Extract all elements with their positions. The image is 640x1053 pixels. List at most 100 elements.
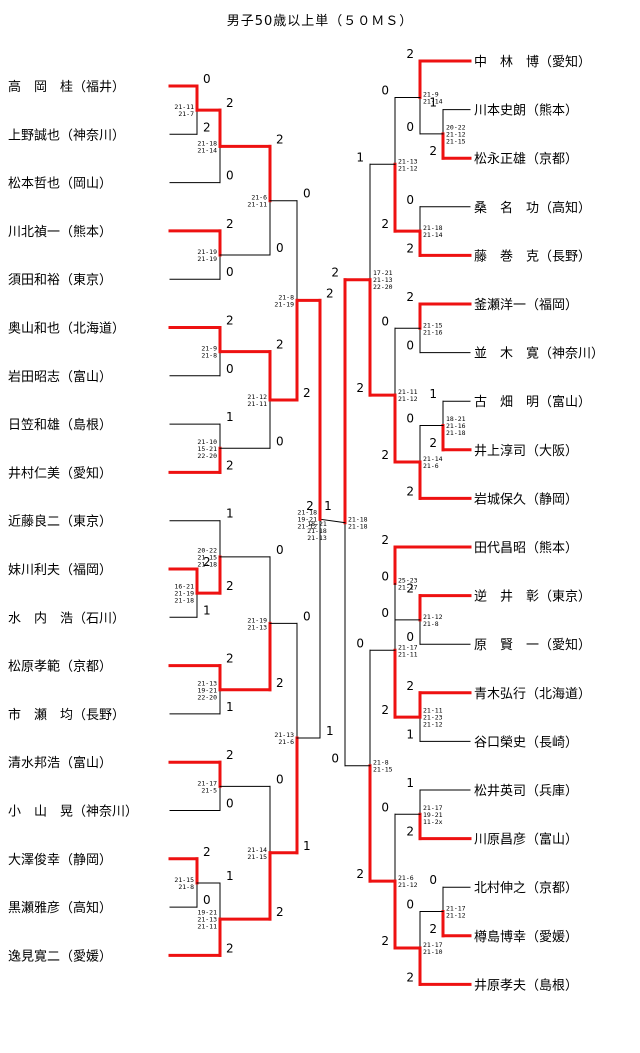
game-score: 21-8	[178, 883, 194, 891]
left-player-name: 須田和裕（東京）	[8, 272, 112, 288]
game-score: 21-14	[423, 97, 443, 105]
match-score: 0	[381, 606, 389, 620]
match-score: 1	[203, 603, 211, 617]
match-score: 2	[226, 748, 234, 762]
game-score: 15-21	[197, 445, 217, 453]
game-score: 21-18	[197, 139, 217, 147]
right-player-name: 原 賢 一（愛知）	[474, 637, 591, 653]
game-score: 21-11	[247, 201, 267, 209]
match-score: 2	[429, 922, 437, 936]
match-score: 1	[356, 150, 364, 164]
right-player-name: 逆 井 彰（東京）	[474, 589, 591, 605]
game-score: 21-15	[197, 553, 217, 561]
game-score: 21-13	[274, 731, 294, 739]
match-score: 2	[381, 217, 389, 231]
match-score: 2	[406, 241, 414, 255]
match-score: 2	[226, 314, 234, 328]
game-score: 21-15	[423, 321, 443, 329]
game-score: 20-22	[197, 546, 217, 554]
game-score: 22-20	[197, 693, 217, 701]
right-player-name: 並 木 寛（神奈川）	[474, 346, 604, 362]
game-score: 21-11	[197, 923, 217, 931]
game-score: 11-2x	[423, 818, 443, 826]
left-player-name: 清水邦浩（富山）	[8, 755, 112, 771]
match-score: 0	[276, 434, 284, 448]
game-score: 21-11	[398, 388, 418, 396]
right-player-name: 松井英司（兵庫）	[474, 784, 578, 799]
game-score: 21-11	[398, 650, 418, 658]
game-score: 17-21	[373, 269, 393, 277]
match-score: 1	[303, 839, 311, 853]
match-score: 0	[203, 72, 211, 86]
match-score: 0	[276, 543, 284, 557]
game-score: 21-17	[423, 941, 443, 949]
left-player-name: 奥山和也（北海道）	[8, 322, 125, 337]
game-score: 21-19	[274, 300, 294, 308]
right-player-name: 井原孝夫（島根）	[474, 978, 578, 993]
match-score: 0	[303, 609, 311, 623]
game-score: 19-21	[197, 686, 217, 694]
game-score: 21-11	[423, 707, 443, 715]
left-player-name: 近藤良二（東京）	[8, 514, 112, 530]
game-score: 22-20	[197, 452, 217, 460]
game-score: 22-20	[373, 283, 393, 291]
match-score: 0	[276, 241, 284, 255]
game-score: 21-6	[423, 462, 439, 470]
match-score: 2	[303, 386, 311, 400]
match-score: 1	[406, 727, 414, 741]
match-score: 2	[381, 703, 389, 717]
game-score: 21-17	[398, 583, 418, 591]
game-score: 21-11	[174, 103, 194, 111]
game-score: 16-21	[174, 583, 194, 591]
game-score: 21-6	[398, 874, 414, 882]
game-score: 21-17	[446, 905, 466, 913]
right-player-name: 北村伸之（京都）	[474, 881, 578, 896]
game-score: 21-17	[197, 779, 217, 787]
match-score: 2	[226, 652, 234, 666]
right-player-name: 藤 巻 克（長野）	[474, 249, 591, 264]
game-score: 21-8	[423, 620, 439, 628]
game-score: 21-14	[197, 146, 217, 154]
match-score: 2	[326, 286, 334, 300]
right-player-name: 青木弘行（北海道）	[474, 687, 591, 702]
left-player-name: 川北禎一（熊本）	[8, 224, 112, 240]
left-player-name: 松原孝範（京都）	[8, 660, 112, 675]
final-score: 2	[306, 499, 314, 513]
game-score: 21-13	[247, 623, 267, 631]
match-score: 2	[381, 533, 389, 547]
game-score: 21-14	[423, 231, 443, 239]
game-score: 21-9	[201, 345, 217, 353]
match-score: 2	[406, 290, 414, 304]
page-title: 男子50歳以上単（５０ＭＳ）	[226, 14, 414, 29]
match-score: 2	[276, 905, 284, 919]
game-score: 21-17	[423, 804, 443, 812]
game-score: 21-10	[197, 438, 217, 446]
game-score: 21-15	[446, 137, 466, 145]
final-score: 1	[324, 499, 332, 513]
match-score: 2	[429, 436, 437, 450]
match-score: 2	[429, 144, 437, 158]
game-score: 21-12	[247, 393, 267, 401]
left-player-name: 妹川利夫（福岡）	[8, 563, 112, 578]
right-player-name: 古 畑 明（富山）	[474, 394, 591, 410]
match-score: 0	[406, 193, 414, 207]
match-score: 1	[226, 410, 234, 424]
match-score: 0	[331, 752, 339, 766]
game-score: 21-12	[297, 523, 317, 531]
left-player-name: 岩田昭志（富山）	[8, 369, 112, 385]
match-score: 1	[326, 724, 334, 738]
game-score: 21-18	[446, 429, 466, 437]
right-player-name: 松永正雄（京都）	[474, 152, 578, 167]
right-player-name: 川原昌彦（富山）	[474, 832, 578, 848]
match-score: 0	[406, 120, 414, 134]
game-score: 21-12	[398, 881, 418, 889]
game-score: 20-22	[446, 123, 466, 131]
game-score: 18-21	[446, 415, 466, 423]
game-score: 21-18	[297, 509, 317, 517]
game-score: 21-12	[423, 613, 443, 621]
right-player-name: 井上淳司（大阪）	[474, 443, 578, 459]
match-score: 2	[203, 120, 211, 134]
left-player-name: 市 瀬 均（長野）	[8, 707, 125, 723]
match-score: 2	[331, 266, 339, 280]
